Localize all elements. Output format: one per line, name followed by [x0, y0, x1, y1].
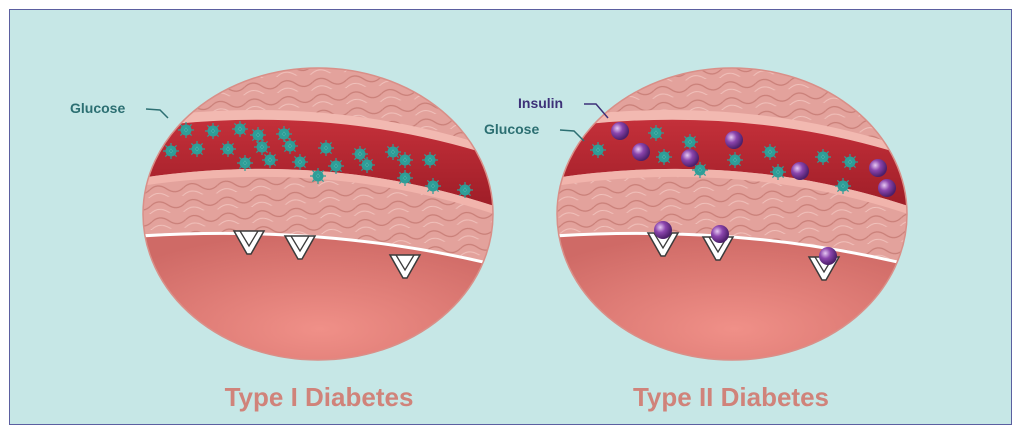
- caption-type1: Type I Diabetes: [225, 382, 414, 412]
- glucose-label-type2: Glucose: [484, 121, 539, 137]
- caption-type2: Type II Diabetes: [633, 382, 829, 412]
- insulin-label-type2: Insulin: [518, 95, 563, 111]
- glucose-label-type1: Glucose: [70, 100, 125, 116]
